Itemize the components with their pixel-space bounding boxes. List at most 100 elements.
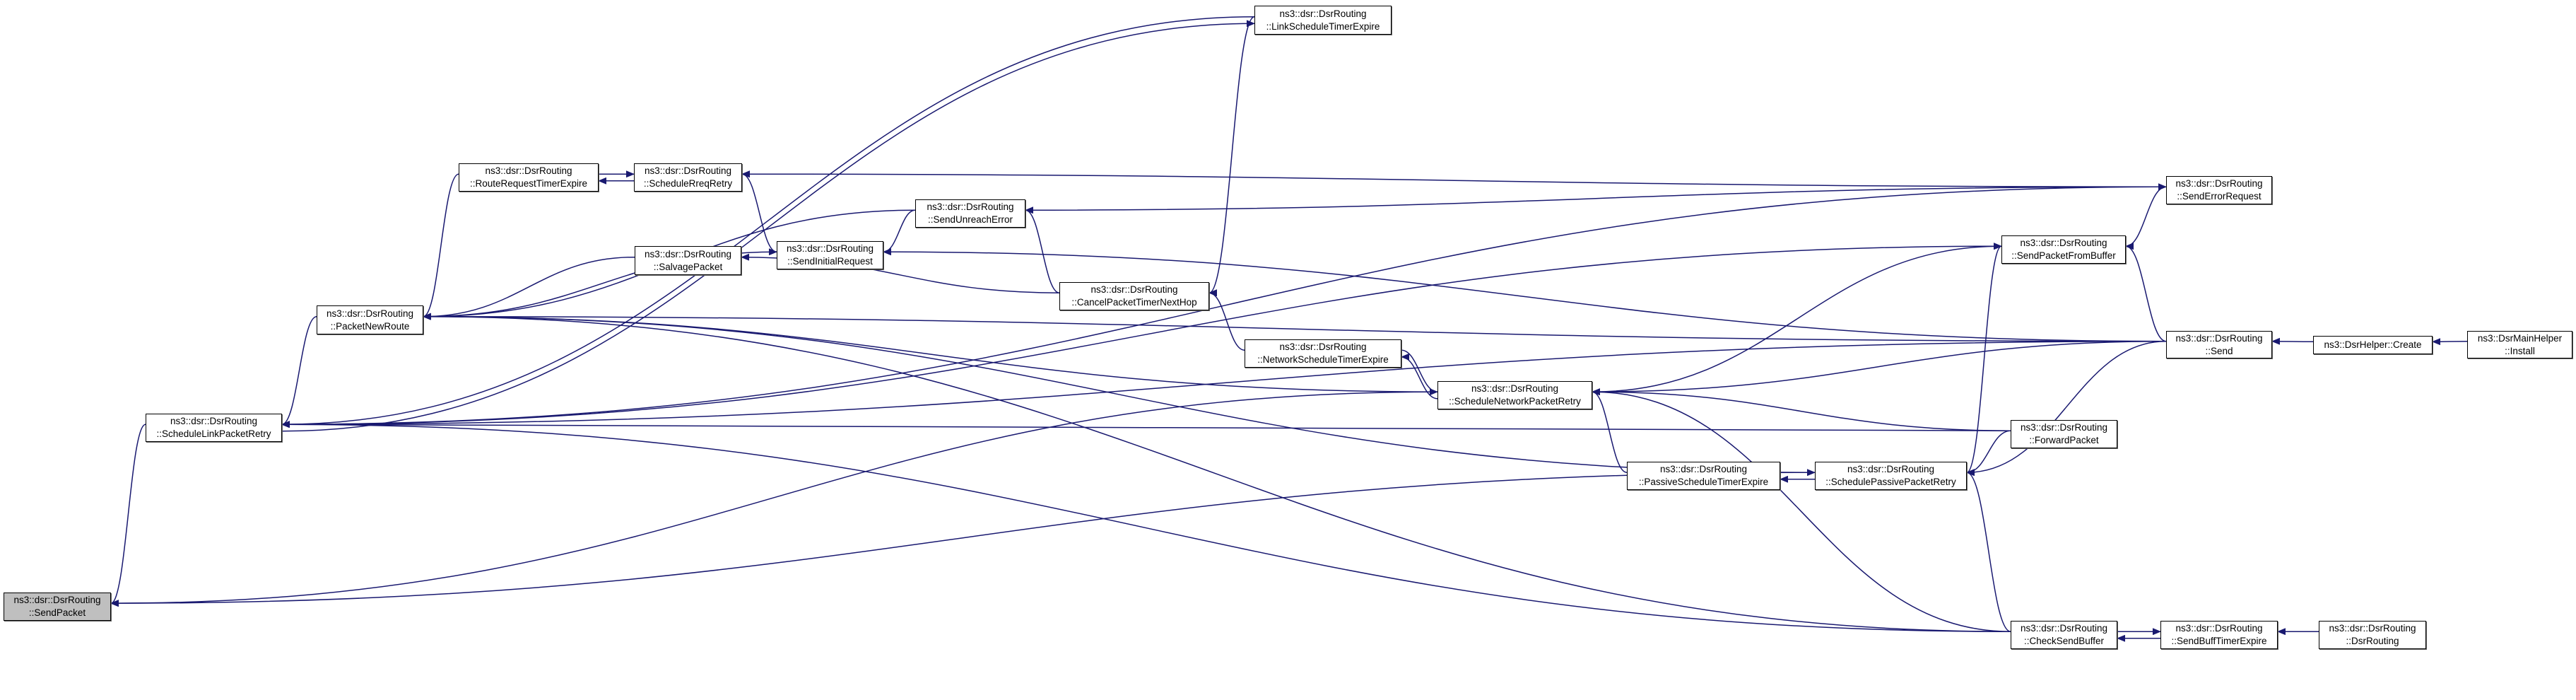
edge-Send-to-ScheduleLinkPacketRetry bbox=[281, 340, 2167, 428]
node-forward-packet[interactable]: ns3::dsr::DsrRouting::ForwardPacket bbox=[2011, 420, 2117, 448]
edge-SchedulePassivePacketRetry-to-SendPacketFromBuffer bbox=[1966, 243, 2002, 473]
edge-PacketNewRoute-to-ScheduleLinkPacketRetry bbox=[281, 315, 317, 428]
node-dsr-routing[interactable]: ns3::dsr::DsrRouting::DsrRouting bbox=[2319, 621, 2426, 649]
edge-Send-to-ScheduleNetworkPacketRetry bbox=[1592, 340, 2167, 396]
edge-ScheduleNetworkPacketRetry-to-SendPacketFromBuffer bbox=[1592, 243, 2002, 392]
edge-ScheduleNetworkPacketRetry-to-SendPacket bbox=[110, 391, 1438, 607]
edge-SchedulePassivePacketRetry-to-SendPacket bbox=[110, 472, 1816, 607]
edge-SendPacketFromBuffer-to-ScheduleLinkPacketRetry bbox=[281, 245, 2002, 428]
node-label-line2: ::SendInitialRequest bbox=[787, 256, 873, 267]
node-label-line1: ns3::DsrHelper::Create bbox=[2324, 339, 2422, 350]
edge-CheckSendBuffer-to-ScheduleLinkPacketRetry bbox=[281, 421, 2011, 632]
node-label-line1: ns3::dsr::DsrRouting bbox=[326, 308, 414, 319]
node-label-line1: ns3::DsrMainHelper bbox=[2477, 332, 2563, 344]
node-label-line1: ns3::dsr::DsrRouting bbox=[13, 595, 101, 605]
edge-NetworkScheduleTimerExpire-to-CancelPacketTimerNextHop bbox=[1208, 289, 1245, 351]
node-label-line2: ::SendErrorRequest bbox=[2177, 191, 2262, 202]
edge-SendUnreachError-to-SendErrorRequest bbox=[1025, 183, 2167, 211]
node-label-line2: ::SendUnreachError bbox=[927, 214, 1013, 225]
node-packet-new-route[interactable]: ns3::dsr::DsrRouting::PacketNewRoute bbox=[317, 305, 423, 334]
node-label-line1: ns3::dsr::DsrRouting bbox=[2020, 422, 2108, 433]
node-label-line2: ::NetworkScheduleTimerExpire bbox=[1257, 354, 1389, 365]
edge-ScheduleLinkPacketRetry-to-LinkScheduleTimerExpire bbox=[281, 20, 1255, 432]
node-label-line1: ns3::dsr::DsrRouting bbox=[2020, 238, 2107, 248]
edge-SendErrorRequest-to-SendPacketFromBuffer bbox=[2125, 186, 2167, 250]
edge-LinkScheduleTimerExpire-to-CancelPacketTimerNextHop bbox=[1208, 16, 1255, 297]
node-check-send-buffer[interactable]: ns3::dsr::DsrRouting::CheckSendBuffer bbox=[2011, 621, 2117, 649]
node-route-request-timer-expire[interactable]: ns3::dsr::DsrRouting::RouteRequestTimerE… bbox=[459, 163, 599, 192]
node-passive-schedule-timer-expire[interactable]: ns3::dsr::DsrRouting::PassiveScheduleTim… bbox=[1627, 462, 1780, 490]
edge-Send-to-SendInitialRequest bbox=[883, 248, 2167, 342]
edge-SchedulePassivePacketRetry-to-PacketNewRoute bbox=[423, 313, 1816, 473]
edge-Send-to-SendPacketFromBuffer bbox=[2125, 243, 2167, 342]
node-send-packet[interactable]: ns3::dsr::DsrRouting::SendPacket bbox=[4, 593, 111, 621]
node-label-line1: ns3::dsr::DsrRouting bbox=[927, 202, 1014, 212]
node-salvage-packet[interactable]: ns3::dsr::DsrRouting::SalvagePacket bbox=[635, 246, 741, 275]
node-schedule-link-packet-retry[interactable]: ns3::dsr::DsrRouting::ScheduleLinkPacket… bbox=[146, 414, 282, 442]
node-label-line1: ns3::dsr::DsrRouting bbox=[170, 416, 258, 426]
edge-SendErrorRequest-to-ScheduleLinkPacketRetry bbox=[281, 186, 2167, 428]
node-send-initial-request[interactable]: ns3::dsr::DsrRouting::SendInitialRequest bbox=[777, 241, 883, 269]
node-send-buff-timer-expire[interactable]: ns3::dsr::DsrRouting::SendBuffTimerExpir… bbox=[2160, 621, 2278, 649]
node-label-line2: ::SendPacketFromBuffer bbox=[2011, 250, 2116, 261]
node-label-line1: ns3::dsr::DsrRouting bbox=[1471, 383, 1559, 394]
edge-Send-to-PacketNewRoute bbox=[423, 313, 2167, 342]
edge-CheckSendBuffer-to-PacketNewRoute bbox=[423, 313, 2011, 632]
node-send-unreach-error[interactable]: ns3::dsr::DsrRouting::SendUnreachError bbox=[915, 199, 1025, 228]
edge-SendUnreachError-to-SendInitialRequest bbox=[883, 209, 916, 256]
node-label-line2: ::LinkScheduleTimerExpire bbox=[1266, 21, 1380, 32]
edge-ScheduleNetworkPacketRetry-to-NetworkScheduleTimerExpire bbox=[1401, 353, 1438, 399]
node-dsr-helper-create[interactable]: ns3::DsrHelper::Create bbox=[2313, 336, 2433, 354]
node-schedule-passive-packet-retry[interactable]: ns3::dsr::DsrRouting::SchedulePassivePac… bbox=[1815, 462, 1967, 490]
node-label-line1: ns3::dsr::DsrRouting bbox=[1279, 342, 1367, 352]
node-label-line2: ::ScheduleLinkPacketRetry bbox=[156, 428, 271, 439]
edge-CancelPacketTimerNextHop-to-SendUnreachError bbox=[1025, 206, 1060, 293]
node-label-line1: ns3::dsr::DsrRouting bbox=[1279, 8, 1367, 19]
node-label-line1: ns3::dsr::DsrRouting bbox=[2175, 178, 2263, 189]
node-label-line2: ::ForwardPacket bbox=[2029, 435, 2099, 445]
node-schedule-rreq-retry[interactable]: ns3::dsr::DsrRouting::ScheduleRreqRetry bbox=[634, 163, 742, 192]
node-cancel-packet-timer-next-hop[interactable]: ns3::dsr::DsrRouting::CancelPacketTimerN… bbox=[1059, 282, 1209, 310]
node-label-line1: ns3::dsr::DsrRouting bbox=[1090, 284, 1178, 295]
node-label-line1: ns3::dsr::DsrRouting bbox=[786, 243, 874, 254]
node-label-line2: ::Install bbox=[2505, 345, 2535, 356]
node-network-schedule-timer-expire[interactable]: ns3::dsr::DsrRouting::NetworkScheduleTim… bbox=[1245, 339, 1401, 368]
node-label-line2: ::Send bbox=[2205, 345, 2233, 356]
node-label-line2: ::CancelPacketTimerNextHop bbox=[1071, 297, 1197, 308]
edge-RouteRequestTimerExpire-to-PacketNewRoute bbox=[423, 173, 459, 320]
node-label-line1: ns3::dsr::DsrRouting bbox=[1659, 464, 1748, 474]
node-label-line1: ns3::dsr::DsrRouting bbox=[2175, 332, 2263, 344]
node-schedule-network-packet-retry[interactable]: ns3::dsr::DsrRouting::ScheduleNetworkPac… bbox=[1437, 381, 1592, 409]
node-label-line1: ns3::dsr::DsrRouting bbox=[2329, 623, 2416, 634]
node-label-line2: ::SendBuffTimerExpire bbox=[2171, 636, 2267, 646]
node-label-line2: ::PassiveScheduleTimerExpire bbox=[1638, 477, 1769, 487]
node-label-line1: ns3::dsr::DsrRouting bbox=[644, 248, 732, 259]
edge-SendInitialRequest-to-ScheduleRreqRetry bbox=[741, 170, 777, 252]
edge-SalvagePacket-to-PacketNewRoute bbox=[423, 256, 635, 320]
edge-PassiveScheduleTimerExpire-to-ScheduleNetworkPacketRetry bbox=[1592, 388, 1628, 473]
edge-SendErrorRequest-to-ScheduleRreqRetry bbox=[741, 170, 2167, 187]
node-label-line2: ::PacketNewRoute bbox=[330, 320, 410, 332]
edge-NetworkScheduleTimerExpire-to-ScheduleNetworkPacketRetry bbox=[1401, 349, 1438, 396]
node-send-packet-from-buffer[interactable]: ns3::dsr::DsrRouting::SendPacketFromBuff… bbox=[2001, 235, 2126, 264]
edge-CheckSendBuffer-to-SchedulePassivePacketRetry bbox=[1966, 469, 2011, 632]
node-send-error-request[interactable]: ns3::dsr::DsrRouting::SendErrorRequest bbox=[2166, 176, 2272, 204]
edge-ForwardPacket-to-SchedulePassivePacketRetry bbox=[1966, 430, 2011, 477]
node-label-line2: ::CheckSendBuffer bbox=[2023, 636, 2105, 646]
node-dsr-main-helper-install[interactable]: ns3::DsrMainHelper::Install bbox=[2467, 331, 2572, 358]
node-link-schedule-timer-expire[interactable]: ns3::dsr::DsrRouting::LinkScheduleTimerE… bbox=[1254, 6, 1392, 35]
node-label-line2: ::SendPacket bbox=[28, 607, 86, 618]
node-label-line2: ::SalvagePacket bbox=[653, 261, 723, 272]
node-label-line2: ::DsrRouting bbox=[2346, 636, 2399, 646]
node-label-line2: ::ScheduleNetworkPacketRetry bbox=[1449, 396, 1581, 407]
node-label-line1: ns3::dsr::DsrRouting bbox=[485, 165, 572, 176]
edge-ForwardPacket-to-ScheduleLinkPacketRetry bbox=[281, 421, 2011, 431]
node-label-line2: ::SchedulePassivePacketRetry bbox=[1825, 477, 1956, 487]
node-label-line2: ::ScheduleRreqRetry bbox=[643, 178, 733, 189]
edge-LinkScheduleTimerExpire-to-ScheduleLinkPacketRetry bbox=[281, 16, 1255, 428]
node-send[interactable]: ns3::dsr::DsrRouting::Send bbox=[2166, 331, 2272, 358]
node-label-line1: ns3::dsr::DsrRouting bbox=[2020, 623, 2108, 634]
node-label-line1: ns3::dsr::DsrRouting bbox=[2175, 623, 2263, 634]
